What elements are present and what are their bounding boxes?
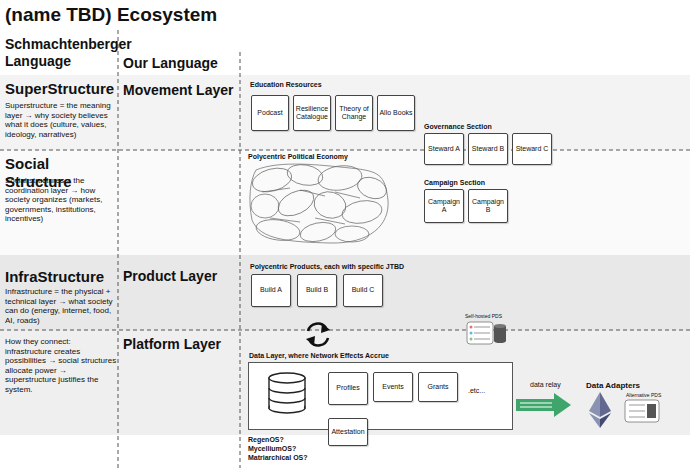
section-label: data relay bbox=[530, 381, 580, 389]
section-label: Our Language bbox=[123, 55, 238, 72]
component-box: Resilience Catalogue bbox=[293, 95, 331, 131]
component-box: Theory of Change bbox=[335, 95, 373, 131]
heading-text: Data Layer, where Network Effects Accrue bbox=[249, 352, 509, 360]
box-label: Campaign B bbox=[469, 197, 507, 215]
section-label: Matriarchical OS? bbox=[248, 454, 348, 462]
body-text: Infrastructure = the physical + technica… bbox=[5, 287, 117, 325]
component-box: Events bbox=[373, 372, 413, 402]
box-label: Steward B bbox=[471, 144, 505, 154]
heading-text: InfraStructure bbox=[5, 268, 120, 286]
box-label: Profiles bbox=[335, 383, 360, 393]
box-label: Campaign A bbox=[425, 197, 463, 215]
section-label: Governance Section bbox=[424, 123, 524, 131]
section-label: Self-hosted PDS bbox=[465, 313, 525, 319]
box-label: Build C bbox=[351, 285, 376, 295]
component-box: Steward C bbox=[512, 133, 552, 165]
body-text: Platform Layer bbox=[123, 336, 238, 353]
box-label: Podcast bbox=[256, 108, 283, 118]
box-label: Resilience Catalogue bbox=[294, 104, 330, 122]
component-box: Profiles bbox=[328, 372, 368, 405]
section-label: Schmachtenberger Language bbox=[5, 36, 117, 70]
component-box: Campaign B bbox=[468, 189, 508, 223]
component-box: Podcast bbox=[251, 95, 289, 131]
section-label: Polycentric Political Economy bbox=[248, 153, 398, 161]
section-label: RegenOS? bbox=[248, 436, 348, 444]
data-layer-box: Data Layer, where Network Effects Accrue… bbox=[248, 362, 513, 430]
component-box: Steward B bbox=[468, 133, 508, 165]
heading-text: Product Layer bbox=[123, 268, 238, 285]
heading-text: Movement Layer bbox=[123, 82, 238, 99]
heading-text: How they connect: infrastructure creates… bbox=[5, 337, 117, 395]
component-box: Build C bbox=[343, 274, 383, 307]
section-label: Alternative PDS bbox=[626, 392, 676, 398]
box-label: Steward C bbox=[515, 144, 550, 154]
box-label: Steward A bbox=[427, 144, 461, 154]
section-label: Campaign Section bbox=[424, 179, 524, 187]
box-label: Grants bbox=[426, 382, 449, 392]
box-label: Allo Books bbox=[378, 108, 413, 118]
component-box: Build A bbox=[251, 274, 291, 307]
component-box: Build B bbox=[297, 274, 337, 307]
component-box: Attestation bbox=[328, 418, 368, 446]
body-text: Social structures = the coordination lay… bbox=[5, 176, 117, 224]
box-label: Theory of Change bbox=[336, 104, 372, 122]
box-label: Attestation bbox=[330, 427, 365, 437]
box-label: Build B bbox=[305, 285, 329, 295]
diagram-title: (name TBD) Ecosystem bbox=[5, 4, 405, 26]
body-text: Superstructure = the meaning layer → why… bbox=[5, 101, 117, 139]
heading-text: SuperStructure bbox=[5, 80, 120, 98]
box-label: Events bbox=[381, 382, 404, 392]
section-label: Data Adapters bbox=[586, 381, 666, 391]
component-box: Grants bbox=[418, 372, 458, 402]
component-box: Steward A bbox=[424, 133, 464, 165]
component-box: Campaign A bbox=[424, 189, 464, 223]
section-label: Polycentric Products, each with specific… bbox=[250, 263, 450, 271]
section-label: Education Resources bbox=[250, 81, 370, 89]
component-box: Allo Books bbox=[377, 95, 415, 131]
section-label: MycelliumOS? bbox=[248, 445, 348, 453]
section-label: .etc... bbox=[468, 387, 508, 395]
layer-band: SuperStructureSuperstructure = the meani… bbox=[0, 75, 690, 150]
box-label: Build A bbox=[259, 285, 283, 295]
layer-band: Social StructureSocial structures = the … bbox=[0, 150, 690, 255]
